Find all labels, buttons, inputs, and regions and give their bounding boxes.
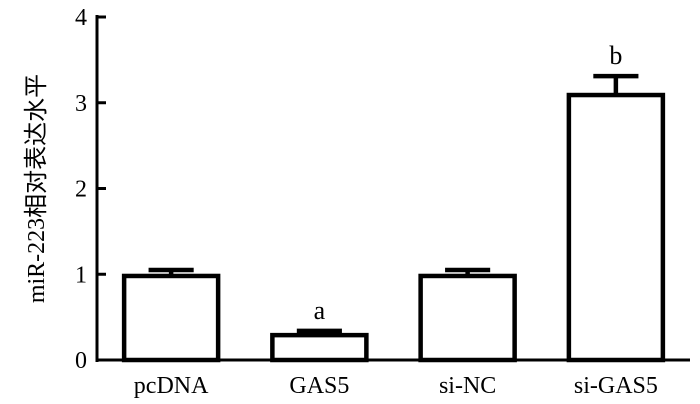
y-axis-title-group: miR-223相对表达水平 bbox=[23, 74, 50, 303]
x-tick-label: GAS5 bbox=[289, 373, 349, 399]
bar bbox=[566, 92, 666, 363]
y-tick-label: 0 bbox=[75, 348, 87, 374]
bar-annotation: a bbox=[314, 296, 326, 325]
x-tick-label: si-NC bbox=[439, 373, 496, 399]
bars: ab bbox=[121, 41, 666, 363]
bar bbox=[418, 273, 517, 363]
y-tick-label: 1 bbox=[75, 262, 87, 288]
x-tick-labels: pcDNA GAS5 si-NC si-GAS5 bbox=[134, 373, 658, 399]
y-tick-label: 2 bbox=[75, 177, 87, 203]
bar bbox=[121, 273, 221, 363]
bar bbox=[270, 332, 369, 363]
y-tick-label: 3 bbox=[75, 91, 87, 117]
y-ticks: 0 1 2 3 4 bbox=[75, 5, 106, 374]
x-tick-label: si-GAS5 bbox=[574, 373, 658, 399]
y-axis-title: miR-223相对表达水平 bbox=[23, 74, 50, 303]
x-tick-label: pcDNA bbox=[134, 373, 209, 399]
y-tick-label: 4 bbox=[75, 5, 87, 31]
bar-annotation: b bbox=[609, 41, 622, 70]
